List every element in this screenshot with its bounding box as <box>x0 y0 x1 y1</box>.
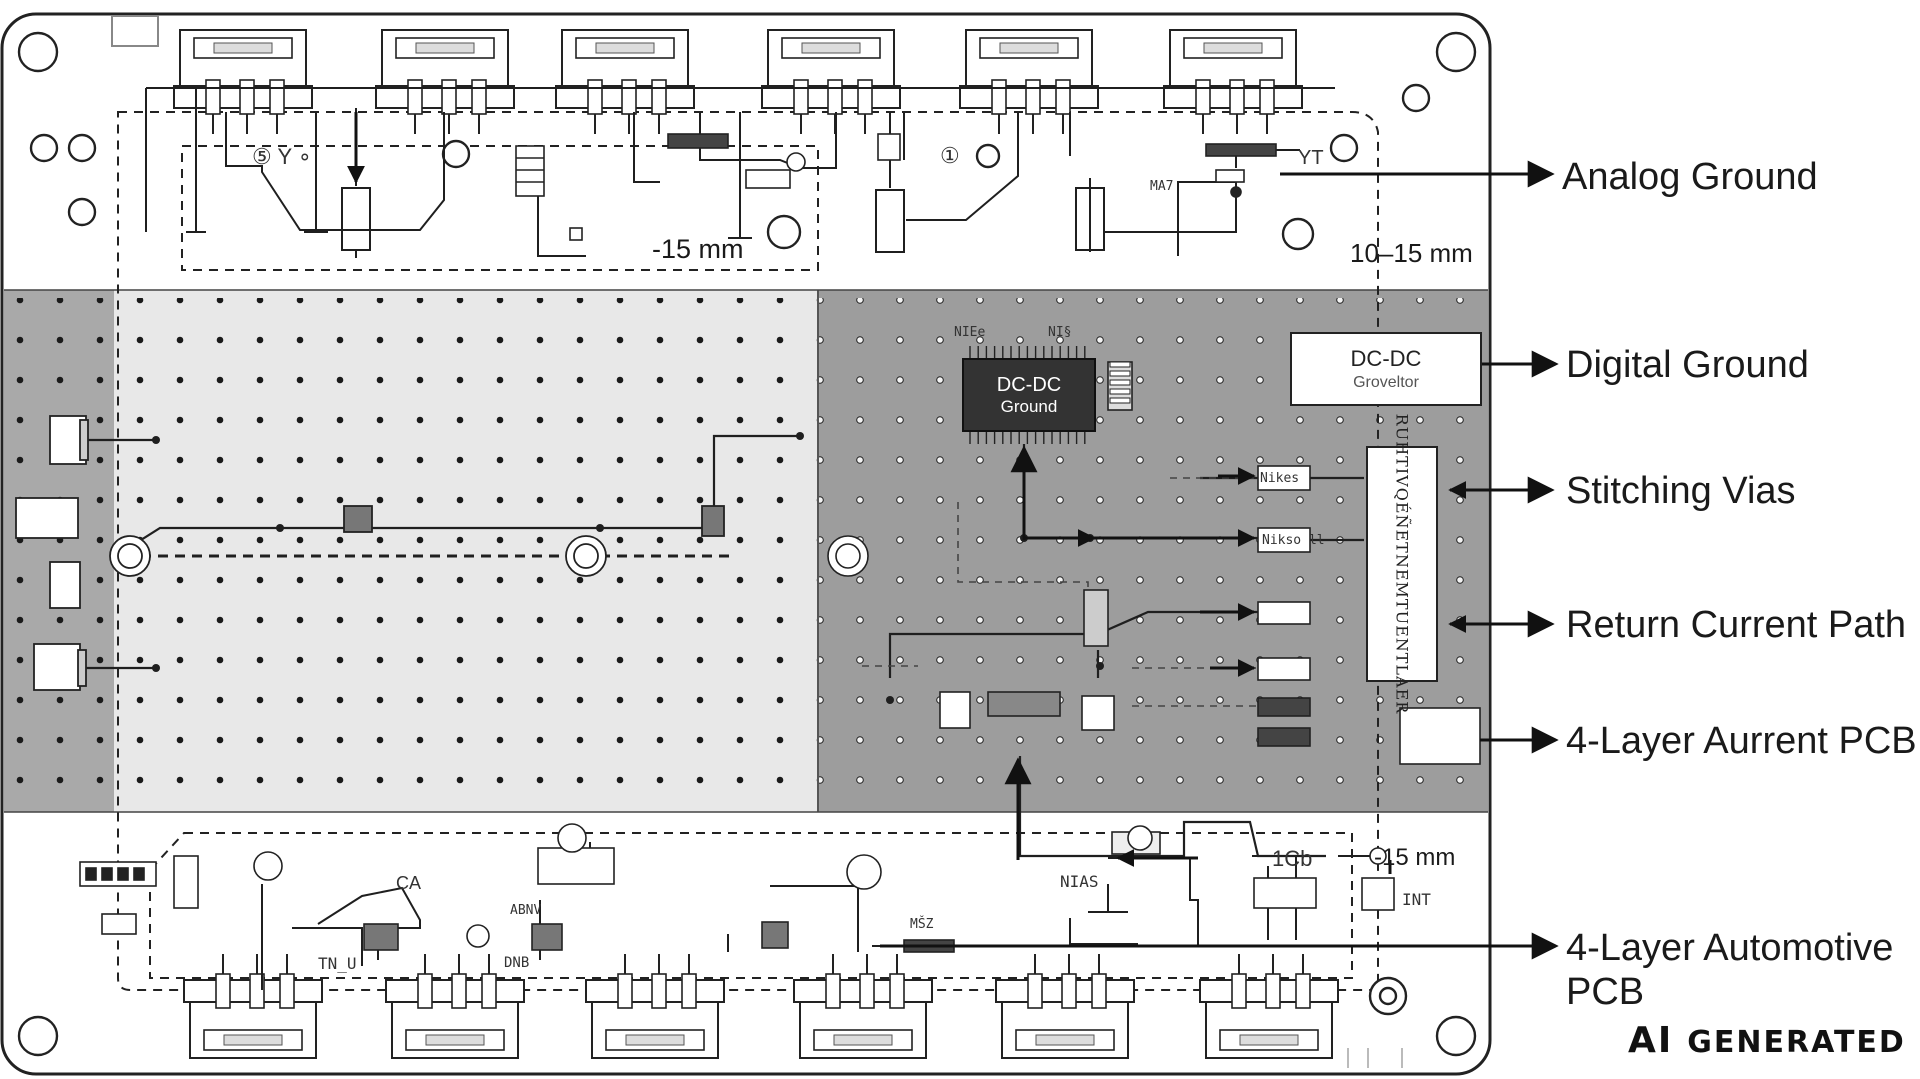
ref-label: NIEe <box>954 325 986 340</box>
ref-label: CA <box>396 873 422 893</box>
ai-generated-watermark: AI GENERATED <box>1628 1020 1906 1061</box>
callout-4-layer-aurrent-pcb: 4-Layer Aurrent PCB <box>1566 720 1917 762</box>
connector <box>385 954 525 1059</box>
callout-digital-ground: Digital Ground <box>1566 344 1809 386</box>
ref-label: DNB <box>504 955 530 971</box>
analog-zone-nodes <box>152 432 804 672</box>
edge-marks <box>1347 1048 1403 1068</box>
ref-label: ① <box>940 144 960 169</box>
dimension-bottom: -15 mm <box>1374 844 1456 871</box>
mounting-holes <box>17 31 1477 1057</box>
dip-switch-segment <box>1109 361 1131 368</box>
callout-stitching-vias: Stitching Vias <box>1566 470 1796 512</box>
dcdc-module-box: DC-DC Groveltor <box>1290 332 1482 406</box>
dip-switch-segment <box>1109 397 1131 404</box>
ref-label: ABNV <box>510 903 542 918</box>
dcdc-ic-title: DC-DC <box>996 373 1062 396</box>
top-small-components <box>515 133 1277 241</box>
dcdc-box-title: DC-DC <box>1350 346 1422 372</box>
dimension-top: -15 mm <box>652 234 744 264</box>
corner-tab <box>111 15 159 47</box>
ref-label: TN_U <box>318 954 357 973</box>
callout-arrows <box>347 112 1559 960</box>
callout-analog-ground: Analog Ground <box>1562 156 1818 198</box>
dip-switch-segment <box>1109 379 1131 386</box>
ref-label: Nikes <box>1260 471 1300 486</box>
dimension-edge: 10–15 mm <box>1350 238 1473 268</box>
connector <box>995 954 1135 1059</box>
ref-label: 1Cb <box>1272 846 1313 871</box>
dcdc-box-subtitle: Groveltor <box>1353 373 1419 391</box>
watermark-ai: AI <box>1628 1020 1674 1061</box>
bottom-connectors <box>183 954 1339 1059</box>
ref-label: MA7 <box>1150 179 1174 194</box>
dip-switch-segment <box>1109 370 1131 377</box>
vertical-connector-strip: RUHTIVQÉÑETNEMTUENTLAER <box>1366 414 1438 714</box>
ref-label: MŠZ <box>910 917 934 932</box>
analog-zone-parts <box>15 415 725 691</box>
connector <box>793 954 933 1059</box>
connector <box>183 954 323 1059</box>
callout-return-current-path: Return Current Path <box>1566 604 1907 646</box>
ref-label: NI§ <box>1048 325 1072 340</box>
dcdc-ic-subtitle: Ground <box>1000 396 1058 416</box>
connector <box>585 954 725 1059</box>
dcdc-ic: DC-DC Ground <box>962 358 1096 432</box>
bottom-section-parts <box>79 823 1395 953</box>
dip-switch-segment <box>1109 388 1131 395</box>
ref-label: INT <box>1402 890 1431 909</box>
keepout-outline-top <box>181 145 819 271</box>
vertical-strip-text: RUHTIVQÉÑETNEMTUENTLAER <box>1392 413 1412 715</box>
digital-zone-parts <box>827 361 1481 765</box>
watermark-text: GENERATED <box>1687 1025 1906 1060</box>
callout-4-layer-automotive-pcb: 4-Layer Automotive PCB <box>1566 927 1894 1013</box>
connector <box>1199 954 1339 1059</box>
ref-label: YT <box>1298 147 1324 169</box>
dcdc-ic-pins <box>969 346 1131 444</box>
ref-label: NIAS <box>1060 872 1099 891</box>
ref-label: Nikso ll <box>1262 533 1325 548</box>
ref-label: ⑤ Y ∘ <box>252 144 312 169</box>
